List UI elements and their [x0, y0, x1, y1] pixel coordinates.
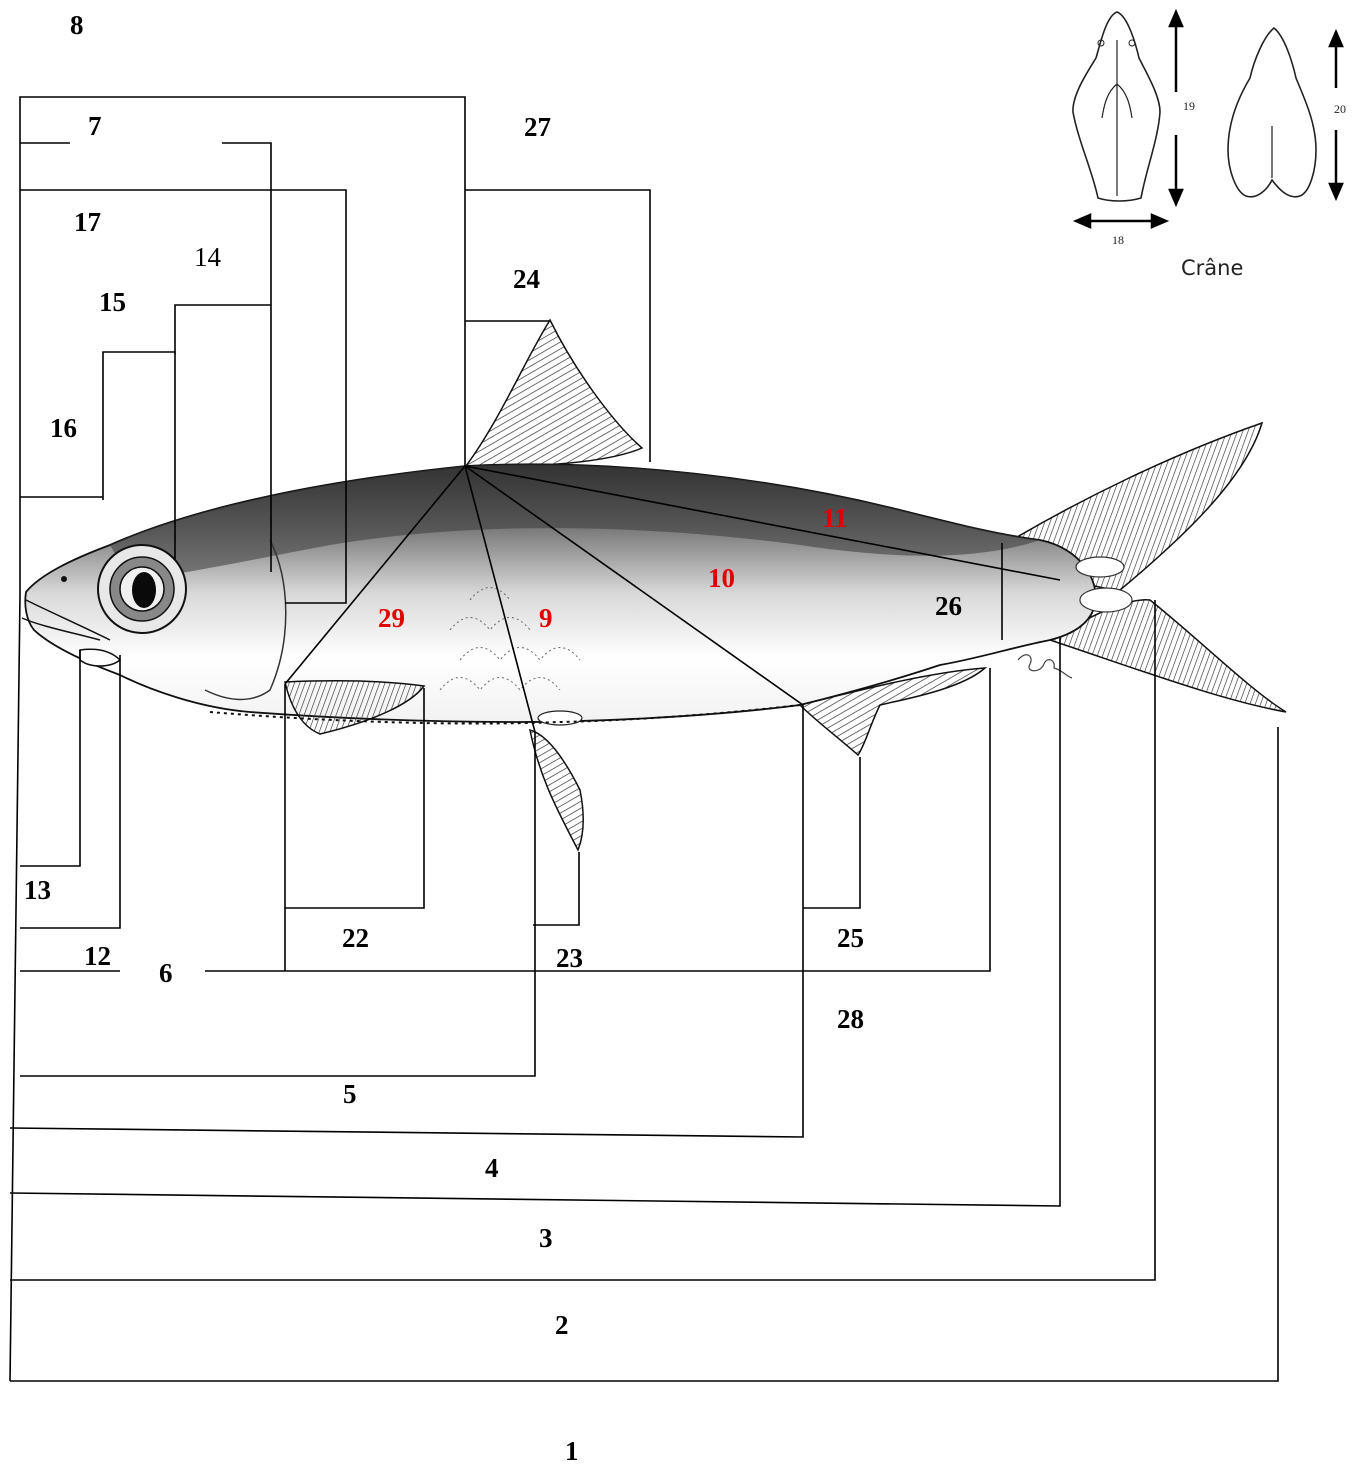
- label-4: 4: [485, 1155, 499, 1182]
- label-2: 2: [555, 1312, 569, 1339]
- line-1: [10, 727, 1278, 1381]
- label-12: 12: [84, 943, 111, 970]
- label-27: 27: [524, 114, 551, 141]
- label-14: 14: [194, 244, 221, 271]
- label-10: 10: [708, 565, 735, 592]
- label-23: 23: [556, 945, 583, 972]
- line-23: [533, 852, 579, 925]
- label-6: 6: [159, 960, 173, 987]
- line-5: [20, 732, 535, 1076]
- skull-length-label: 19: [1183, 100, 1195, 112]
- label-13: 13: [24, 877, 51, 904]
- line-13: [20, 650, 80, 866]
- label-28: 28: [837, 1006, 864, 1033]
- label-26: 26: [935, 593, 962, 620]
- measurement-lines: [10, 97, 1278, 1381]
- label-29: 29: [378, 605, 405, 632]
- line-4: [10, 705, 803, 1137]
- pelvic-fin: [530, 730, 583, 850]
- label-15: 15: [99, 289, 126, 316]
- label-1: 1: [565, 1438, 579, 1465]
- line-25: [803, 757, 860, 908]
- skull-inset: [1073, 12, 1342, 227]
- label-9: 9: [539, 605, 553, 632]
- label-24: 24: [513, 266, 540, 293]
- label-25: 25: [837, 925, 864, 952]
- label-3: 3: [539, 1225, 553, 1252]
- dorsal-fin: [466, 320, 642, 466]
- label-16: 16: [50, 415, 77, 442]
- label-5: 5: [343, 1081, 357, 1108]
- skull-midline: [1102, 40, 1132, 196]
- label-22: 22: [342, 925, 369, 952]
- label-7: 7: [88, 113, 102, 140]
- skull-width-label: 18: [1112, 234, 1124, 246]
- line-15: [175, 305, 271, 354]
- skull-length-arrow: [1170, 12, 1182, 204]
- label-8: 8: [70, 12, 84, 39]
- label-11: 11: [822, 505, 848, 532]
- skull-length-label-2: 20: [1334, 103, 1346, 115]
- label-17: 17: [74, 209, 101, 236]
- skull-width-arrow: [1076, 215, 1166, 227]
- eye: [98, 545, 186, 633]
- skull-caption: Crâne: [1181, 258, 1243, 279]
- fish-illustration: [22, 320, 1286, 850]
